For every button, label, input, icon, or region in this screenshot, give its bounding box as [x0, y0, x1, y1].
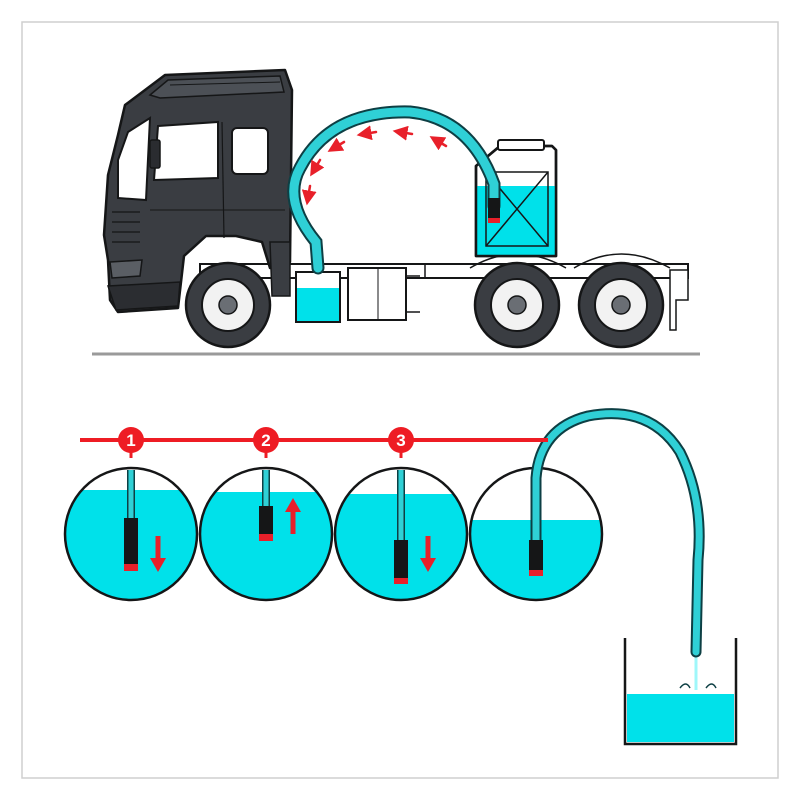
diagram-border — [21, 21, 779, 779]
step-circle-2 — [198, 466, 334, 602]
siphon-pump-icon — [124, 518, 138, 564]
step-number: 3 — [396, 431, 405, 450]
step-circle-1 — [63, 466, 199, 602]
wheel-front — [184, 261, 272, 349]
step-badge-3: 3 — [388, 427, 414, 458]
truck-icon — [102, 68, 689, 331]
open-container-icon — [623, 638, 738, 746]
step-number: 1 — [126, 431, 135, 450]
fuel-tank-icon — [295, 271, 341, 323]
siphon-pump-icon — [259, 506, 273, 534]
arrow-up-icon — [285, 498, 301, 534]
step-number: 2 — [261, 431, 270, 450]
step-badge-2: 2 — [253, 427, 279, 458]
step-badge-1: 1 — [118, 427, 144, 458]
hose-top — [287, 105, 501, 275]
siphon-pump-icon — [529, 540, 543, 570]
step-circle-3 — [333, 466, 469, 602]
arrow-down-icon — [420, 536, 436, 572]
hose-bottom — [529, 408, 705, 658]
siphon-pump-icon — [394, 540, 408, 578]
wheel-rear-2 — [577, 261, 665, 349]
arrow-down-icon — [150, 536, 166, 572]
flow-arrows — [301, 125, 448, 206]
wheel-rear-1 — [473, 261, 561, 349]
